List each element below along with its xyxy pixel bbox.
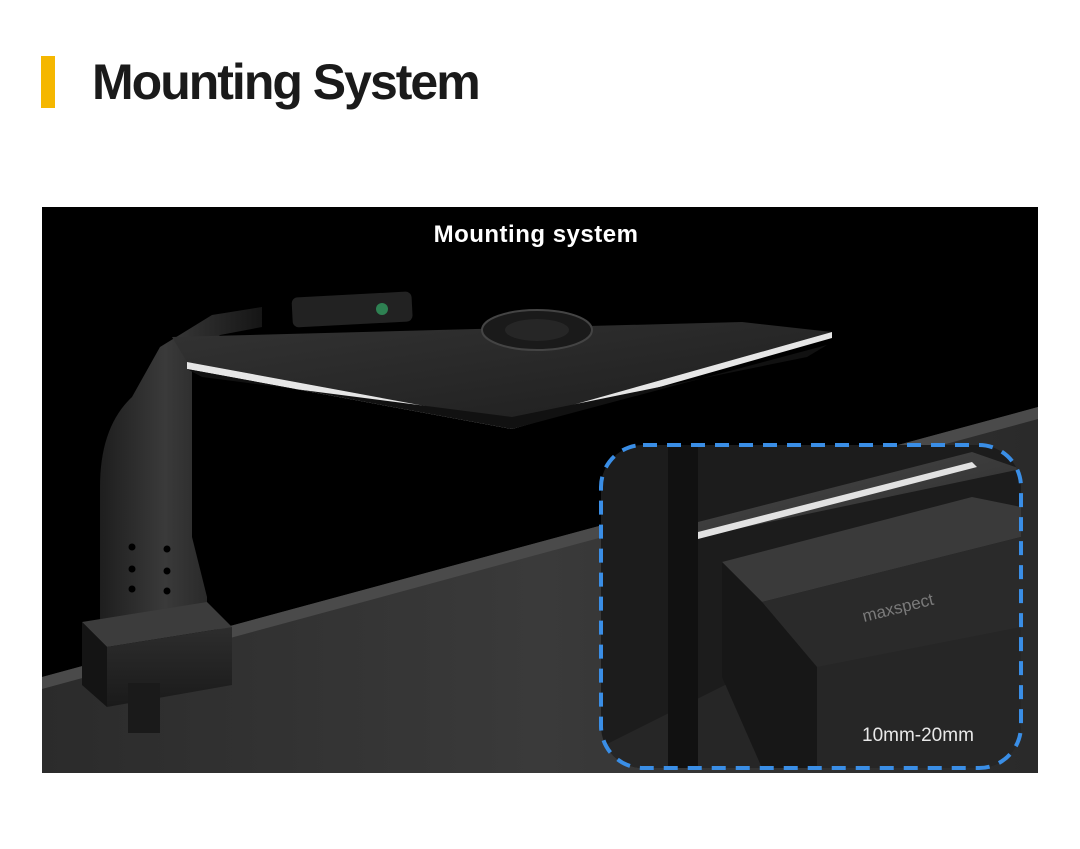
- arm-bracket: [100, 307, 262, 627]
- thickness-range-label: 10mm-20mm: [862, 725, 974, 746]
- zoom-clamp-top: [722, 497, 1021, 602]
- cooling-fan-center: [505, 319, 569, 341]
- arm-hole: [128, 543, 136, 551]
- arm-hole: [163, 545, 171, 553]
- light-panel-top: [172, 322, 832, 422]
- mounting-illustration: maxspect: [42, 291, 1038, 773]
- accent-bar: [41, 56, 55, 108]
- zoom-arm: [668, 445, 698, 768]
- controller-module: [291, 291, 413, 328]
- zoom-glass-edge: [698, 462, 977, 539]
- status-indicator: [376, 303, 388, 315]
- zoom-clamp-side: [722, 562, 817, 768]
- clamp-top: [82, 602, 232, 647]
- clamp-side: [82, 622, 107, 707]
- arm-hole: [128, 585, 136, 593]
- page-title: Mounting System: [92, 54, 481, 110]
- arm-hole: [128, 565, 136, 573]
- clamp-leg: [128, 683, 160, 733]
- section-header: Mounting System: [41, 52, 481, 112]
- arm-hole: [163, 567, 171, 575]
- zoom-border: [599, 443, 1023, 770]
- image-caption: Mounting system: [433, 221, 639, 248]
- product-image: maxspect Mounting system 10mm-20mm: [42, 207, 1038, 773]
- arm-hole: [163, 587, 171, 595]
- zoom-inset: maxspect: [601, 445, 1021, 768]
- zoom-clamp-front: [762, 537, 1021, 667]
